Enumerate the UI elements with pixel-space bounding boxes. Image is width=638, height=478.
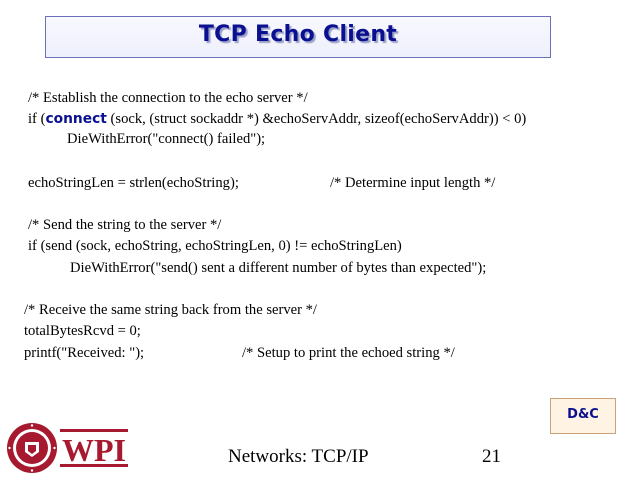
- code-line-10: printf("Received: ");: [24, 345, 145, 361]
- connect-keyword: connect: [45, 111, 107, 127]
- code-line-2-rest: (sock, (struct sockaddr *) &echoServAddr…: [106, 111, 527, 127]
- footer-page-number: 21: [482, 446, 501, 467]
- code-line-4: echoStringLen = strlen(echoString);: [28, 175, 239, 191]
- code-line-4-comment: /* Determine input length */: [330, 175, 496, 191]
- code-line-6: if (send (sock, echoString, echoStringLe…: [28, 238, 402, 254]
- code-line-2-prefix: if (: [28, 111, 46, 127]
- code-line-2: if (connect (sock, (struct sockaddr *) &…: [28, 110, 526, 128]
- code-line-7: DieWithError("send() sent a different nu…: [70, 260, 487, 276]
- code-line-3: DieWithError("connect() failed");: [67, 131, 266, 147]
- dc-badge: D&C: [550, 398, 616, 434]
- footer-course-title: Networks: TCP/IP: [228, 446, 369, 467]
- code-line-1: /* Establish the connection to the echo …: [28, 90, 308, 106]
- svg-text:WPI: WPI: [62, 432, 126, 468]
- code-line-9: totalBytesRcvd = 0;: [24, 323, 141, 339]
- wpi-wordmark-logo: WPI: [60, 429, 128, 468]
- title-box: TCP Echo Client: [45, 16, 551, 58]
- code-line-8: /* Receive the same string back from the…: [24, 302, 317, 318]
- dc-badge-label: D&C: [567, 407, 599, 422]
- code-line-5: /* Send the string to the server */: [28, 217, 222, 233]
- code-line-10-comment: /* Setup to print the echoed string */: [242, 345, 455, 361]
- wpi-seal-logo: [7, 423, 57, 473]
- slide-title: TCP Echo Client: [198, 22, 398, 47]
